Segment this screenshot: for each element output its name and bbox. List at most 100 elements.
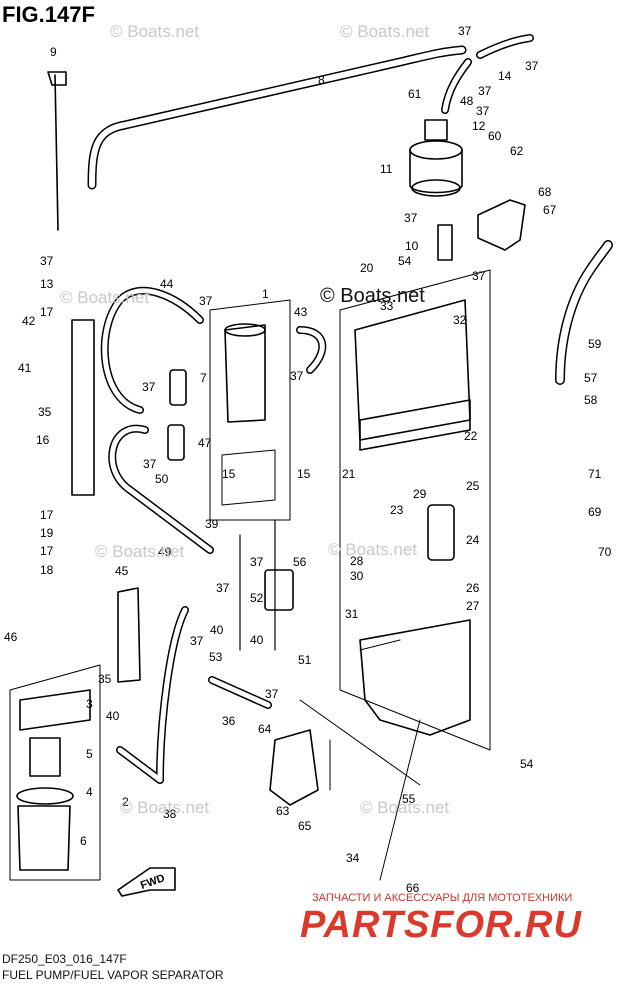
label-17: 17: [40, 305, 54, 319]
label-37c: 37: [478, 84, 492, 98]
label-10: 10: [405, 239, 419, 253]
watermark-4: © Boats.net: [320, 285, 425, 307]
watermark-5: © Boats.net: [95, 542, 185, 561]
label-37l: 37: [250, 555, 264, 569]
figure-caption: FUEL PUMP/FUEL VAPOR SEPARATOR: [2, 968, 224, 982]
label-54b: 54: [520, 757, 534, 771]
label-29: 29: [413, 487, 427, 501]
label-24: 24: [466, 533, 480, 547]
label-51: 51: [298, 653, 312, 667]
label-47: 47: [198, 436, 212, 450]
label-30: 30: [350, 569, 364, 583]
label-41: 41: [18, 361, 32, 375]
label-37h: 37: [199, 294, 213, 308]
label-37j: 37: [143, 457, 157, 471]
filter-housing-2: [19, 689, 91, 731]
label-15: 15: [222, 467, 236, 481]
separator-box: [339, 269, 491, 751]
label-67: 67: [543, 203, 557, 217]
label-17b: 17: [40, 508, 54, 522]
label-9: 9: [50, 45, 57, 59]
label-66: 66: [406, 881, 420, 895]
label-37n: 37: [190, 634, 204, 648]
label-56: 56: [293, 555, 307, 569]
label-26: 26: [466, 581, 480, 595]
label-40a: 40: [210, 623, 224, 637]
label-53: 53: [209, 650, 223, 664]
label-12: 12: [472, 119, 486, 133]
label-35: 35: [38, 405, 52, 419]
label-70: 70: [598, 545, 612, 559]
watermark-8: © Boats.net: [360, 798, 450, 817]
label-20: 20: [360, 261, 374, 275]
label-54a: 54: [398, 254, 412, 268]
label-37i: 37: [142, 380, 156, 394]
label-63: 63: [276, 804, 290, 818]
label-48: 48: [460, 94, 474, 108]
label-61: 61: [408, 87, 422, 101]
label-13: 13: [40, 277, 54, 291]
label-16: 16: [36, 433, 50, 447]
label-37a: 37: [458, 24, 472, 38]
label-57: 57: [584, 371, 598, 385]
label-3: 3: [86, 697, 93, 711]
label-62: 62: [510, 144, 524, 158]
label-50: 50: [155, 472, 169, 486]
label-44: 44: [160, 277, 174, 291]
label-64: 64: [258, 722, 272, 736]
figure-title: FIG.147F: [2, 2, 95, 27]
label-37f: 37: [472, 269, 486, 283]
label-46: 46: [4, 630, 18, 644]
label-60: 60: [488, 129, 502, 143]
label-40b: 40: [250, 633, 264, 647]
bracket-67: [477, 199, 526, 251]
label-23: 23: [390, 503, 404, 517]
label-8: 8: [318, 73, 325, 87]
label-14: 14: [498, 69, 512, 83]
model-code: DF250_E03_016_147F: [2, 952, 127, 966]
label-40c: 40: [106, 709, 120, 723]
label-37g: 37: [40, 254, 54, 268]
label-34: 34: [346, 851, 360, 865]
label-37e: 37: [404, 211, 418, 225]
label-7: 7: [200, 371, 207, 385]
brand-logo: PARTSFOR.RU: [300, 904, 582, 946]
label-21: 21: [342, 467, 356, 481]
label-6: 6: [80, 834, 87, 848]
label-28: 28: [350, 554, 364, 568]
label-22: 22: [464, 429, 478, 443]
watermark-3: © Boats.net: [60, 288, 150, 307]
watermark-7: © Boats.net: [120, 798, 210, 817]
label-5: 5: [86, 747, 93, 761]
label-58: 58: [584, 393, 598, 407]
label-15b: 15: [297, 467, 311, 481]
label-25: 25: [466, 479, 480, 493]
label-71: 71: [588, 467, 602, 481]
label-38: 38: [163, 807, 177, 821]
label-27: 27: [466, 599, 480, 613]
brand-tagline: ЗАПЧАСТИ И АКСЕССУАРЫ ДЛЯ МОТОТЕХНИКИ: [312, 892, 573, 904]
label-59: 59: [588, 337, 602, 351]
label-37m: 37: [216, 581, 230, 595]
label-1: 1: [262, 287, 269, 301]
watermark-6: © Boats.net: [328, 540, 418, 559]
label-37d: 37: [476, 104, 490, 118]
label-65: 65: [298, 819, 312, 833]
fwd-arrow-shape: [117, 867, 176, 897]
label-43: 43: [294, 305, 308, 319]
label-37b: 37: [525, 59, 539, 73]
label-52: 52: [250, 591, 264, 605]
label-55: 55: [402, 792, 416, 806]
label-37o: 37: [265, 687, 279, 701]
label-18: 18: [40, 563, 54, 577]
cable-tie-9: [47, 71, 67, 231]
fwd-label: FWD: [139, 872, 167, 892]
label-35b: 35: [98, 672, 112, 686]
label-49: 49: [158, 545, 172, 559]
label-19: 19: [40, 526, 54, 540]
watermark-1: © Boats.net: [110, 22, 200, 41]
label-69: 69: [588, 505, 602, 519]
pump-1: [224, 324, 266, 423]
label-42: 42: [22, 314, 36, 328]
